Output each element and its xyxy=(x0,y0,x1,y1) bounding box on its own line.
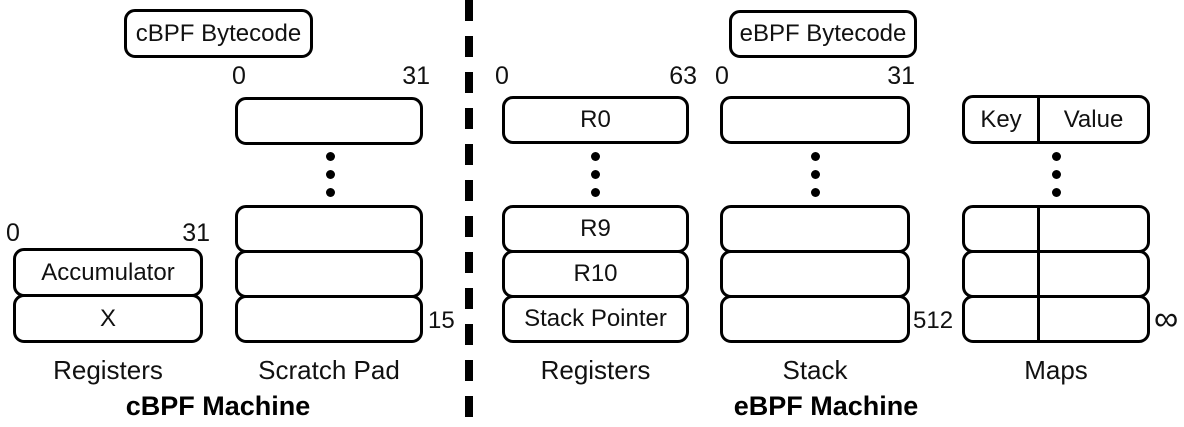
cbpf-registers-stack: Accumulator X xyxy=(13,248,203,343)
ebpf-stack-caption: Stack xyxy=(782,355,848,385)
cbpf-register-accumulator: Accumulator xyxy=(13,248,203,297)
scratchpad-slot xyxy=(235,205,423,253)
scratchpad-last-index-label: 15 xyxy=(428,307,455,334)
ebpf-stack-slot xyxy=(720,205,910,253)
ebpf-registers-ellipsis-dots xyxy=(586,152,604,197)
ebpf-bytecode-label: eBPF Bytecode xyxy=(739,20,907,47)
ebpf-register-r10: R10 xyxy=(502,250,689,298)
maps-row-stack xyxy=(962,205,1150,343)
maps-value-header-label: Value xyxy=(1063,105,1124,133)
r0-label: R0 xyxy=(580,106,611,133)
ebpf-registers-bit-low-label: 0 xyxy=(495,62,509,90)
stack-pointer-label: Stack Pointer xyxy=(524,305,667,332)
ebpf-registers-stack: R9 R10 Stack Pointer xyxy=(502,205,689,343)
scratchpad-bit-range: 0 31 xyxy=(232,64,430,89)
maps-ellipsis-dots xyxy=(1047,152,1065,197)
accumulator-label: Accumulator xyxy=(41,258,175,286)
ebpf-registers-caption: Registers xyxy=(540,355,651,385)
ebpf-stack-slot-first xyxy=(720,96,910,144)
ebpf-bytecode-box: eBPF Bytecode xyxy=(729,10,917,58)
ebpf-stack-ellipsis-dots xyxy=(806,152,824,197)
cbpf-bytecode-box: cBPF Bytecode xyxy=(124,9,313,58)
ebpf-register-r0: R0 xyxy=(502,96,689,144)
ebpf-stack-slot xyxy=(720,250,910,298)
cbpf-machine-title: cBPF Machine xyxy=(125,391,311,421)
cbpf-registers-caption: Registers xyxy=(53,355,163,385)
scratchpad-slot-stack xyxy=(235,205,423,343)
r10-label: R10 xyxy=(573,260,618,287)
cbpf-bytecode-label: cBPF Bytecode xyxy=(135,19,302,47)
cbpf-register-x: X xyxy=(13,294,203,343)
scratchpad-slot-last xyxy=(235,295,423,343)
scratchpad-caption: Scratch Pad xyxy=(258,355,400,385)
ebpf-stack-bit-low-label: 0 xyxy=(715,62,729,90)
maps-value-header-cell: Value xyxy=(1040,98,1147,141)
cbpf-registers-bit-low-label: 0 xyxy=(6,219,20,247)
maps-row xyxy=(962,205,1150,253)
maps-key-header-label: Key xyxy=(980,105,1022,133)
ebpf-stack-bit-high-label: 31 xyxy=(887,62,915,90)
scratchpad-bit-high-label: 31 xyxy=(402,62,430,90)
maps-row-last xyxy=(962,295,1150,343)
maps-header-row: Key Value xyxy=(962,95,1150,144)
ebpf-register-r9: R9 xyxy=(502,205,689,253)
ebpf-registers-bit-range: 0 63 xyxy=(495,64,697,89)
ebpf-stack-size-label: 512 xyxy=(913,307,954,334)
x-register-label: X xyxy=(99,304,116,332)
r9-label: R9 xyxy=(580,215,611,242)
maps-key-header-cell: Key xyxy=(965,98,1040,141)
ebpf-registers-bit-high-label: 63 xyxy=(669,62,697,90)
maps-caption: Maps xyxy=(1024,355,1088,385)
cbpf-registers-bit-range: 0 31 xyxy=(6,221,210,246)
ebpf-stack-slot-last xyxy=(720,295,910,343)
cbpf-registers-bit-high-label: 31 xyxy=(182,219,210,247)
scratchpad-slot-first xyxy=(235,97,423,145)
ebpf-stack-bit-range: 0 31 xyxy=(715,64,915,89)
maps-row xyxy=(962,250,1150,298)
scratchpad-bit-low-label: 0 xyxy=(232,62,246,90)
ebpf-machine-title: eBPF Machine xyxy=(733,391,919,421)
section-divider-dashed-line xyxy=(465,0,473,427)
scratchpad-ellipsis-dots xyxy=(321,152,339,197)
ebpf-stack-slot-stack xyxy=(720,205,910,343)
scratchpad-slot xyxy=(235,250,423,298)
ebpf-register-stack-pointer: Stack Pointer xyxy=(502,295,689,343)
maps-size-infinity-label: ∞ xyxy=(1154,300,1179,338)
